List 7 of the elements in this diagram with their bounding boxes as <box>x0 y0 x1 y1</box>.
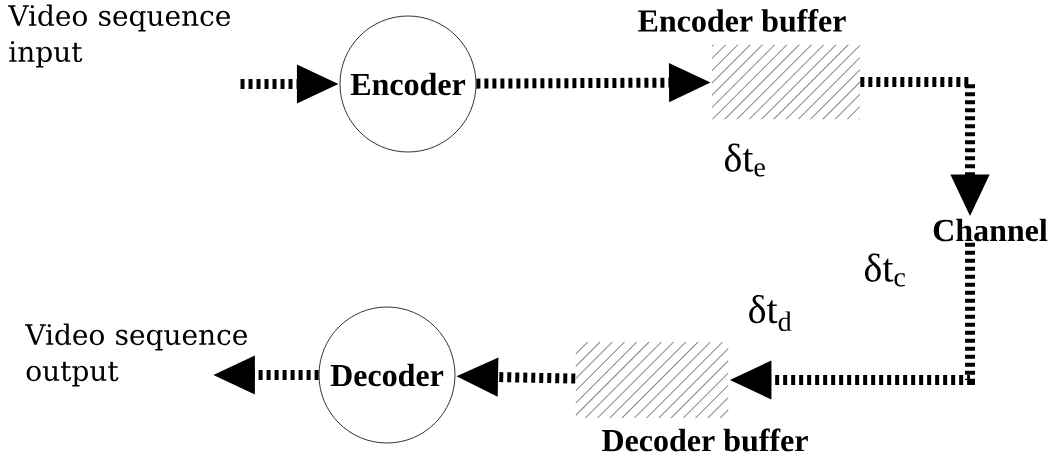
buffer-label: Encoder buffer <box>638 9 846 32</box>
buffer-label: Decoder buffer <box>602 428 808 452</box>
text-label: Video sequence output <box>25 323 247 387</box>
delay-label: δt$_{d}$ <box>749 294 792 332</box>
text-label: Channel <box>933 218 1048 242</box>
delay-label: δt$_{c}$ <box>865 253 905 287</box>
text-label: Video sequence input <box>8 4 230 68</box>
